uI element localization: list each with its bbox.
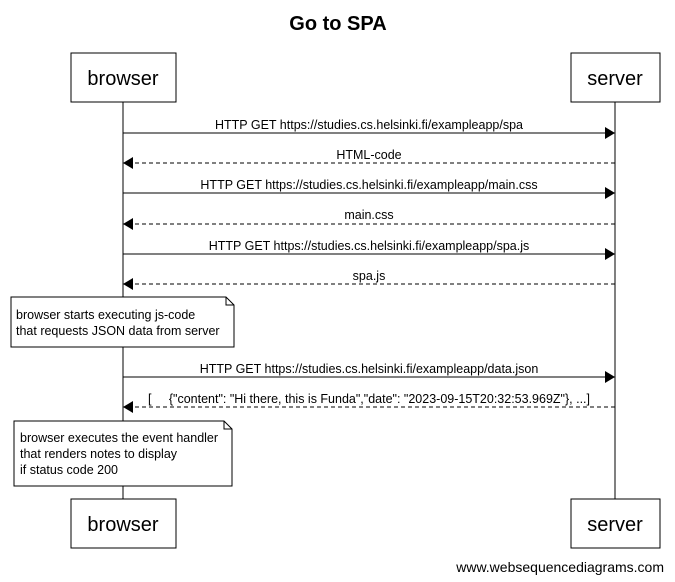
message-label: [ {"content": "Hi there, this is Funda",… <box>148 392 590 406</box>
note-line: browser starts executing js-code <box>16 308 195 322</box>
message-label: spa.js <box>353 269 386 283</box>
message-1: HTTP GET https://studies.cs.helsinki.fi/… <box>123 118 615 139</box>
message-6: spa.js <box>123 269 615 290</box>
message-8: [ {"content": "Hi there, this is Funda",… <box>123 392 615 413</box>
message-3: HTTP GET https://studies.cs.helsinki.fi/… <box>123 178 615 199</box>
note-line: if status code 200 <box>20 463 118 477</box>
note-line: that requests JSON data from server <box>16 324 220 338</box>
participant-label-server-bottom: server <box>587 514 643 536</box>
message-label: main.css <box>344 208 393 222</box>
message-label: HTTP GET https://studies.cs.helsinki.fi/… <box>200 178 537 192</box>
watermark: www.websequencediagrams.com <box>455 559 664 575</box>
participant-box-browser-top: browser <box>70 52 177 103</box>
message-label: HTTP GET https://studies.cs.helsinki.fi/… <box>215 118 523 132</box>
participant-box-browser-bottom: browser <box>70 498 177 549</box>
message-label: HTML-code <box>336 148 401 162</box>
message-7: HTTP GET https://studies.cs.helsinki.fi/… <box>123 362 615 383</box>
message-label: HTTP GET https://studies.cs.helsinki.fi/… <box>209 239 530 253</box>
note-line: browser executes the event handler <box>20 431 218 445</box>
message-2: HTML-code <box>123 148 615 169</box>
participant-box-server-bottom: server <box>570 498 661 549</box>
participant-label-browser-top: browser <box>87 68 158 90</box>
participant-label-browser-bottom: browser <box>87 514 158 536</box>
diagram-title: Go to SPA <box>289 13 386 35</box>
message-5: HTTP GET https://studies.cs.helsinki.fi/… <box>123 239 615 260</box>
participant-label-server-top: server <box>587 68 643 90</box>
message-4: main.css <box>123 208 615 230</box>
note-line: that renders notes to display <box>20 447 178 461</box>
participant-box-server-top: server <box>570 52 661 103</box>
message-label: HTTP GET https://studies.cs.helsinki.fi/… <box>200 362 539 376</box>
note-2: browser executes the event handler that … <box>13 420 233 487</box>
note-1: browser starts executing js-code that re… <box>10 296 235 348</box>
